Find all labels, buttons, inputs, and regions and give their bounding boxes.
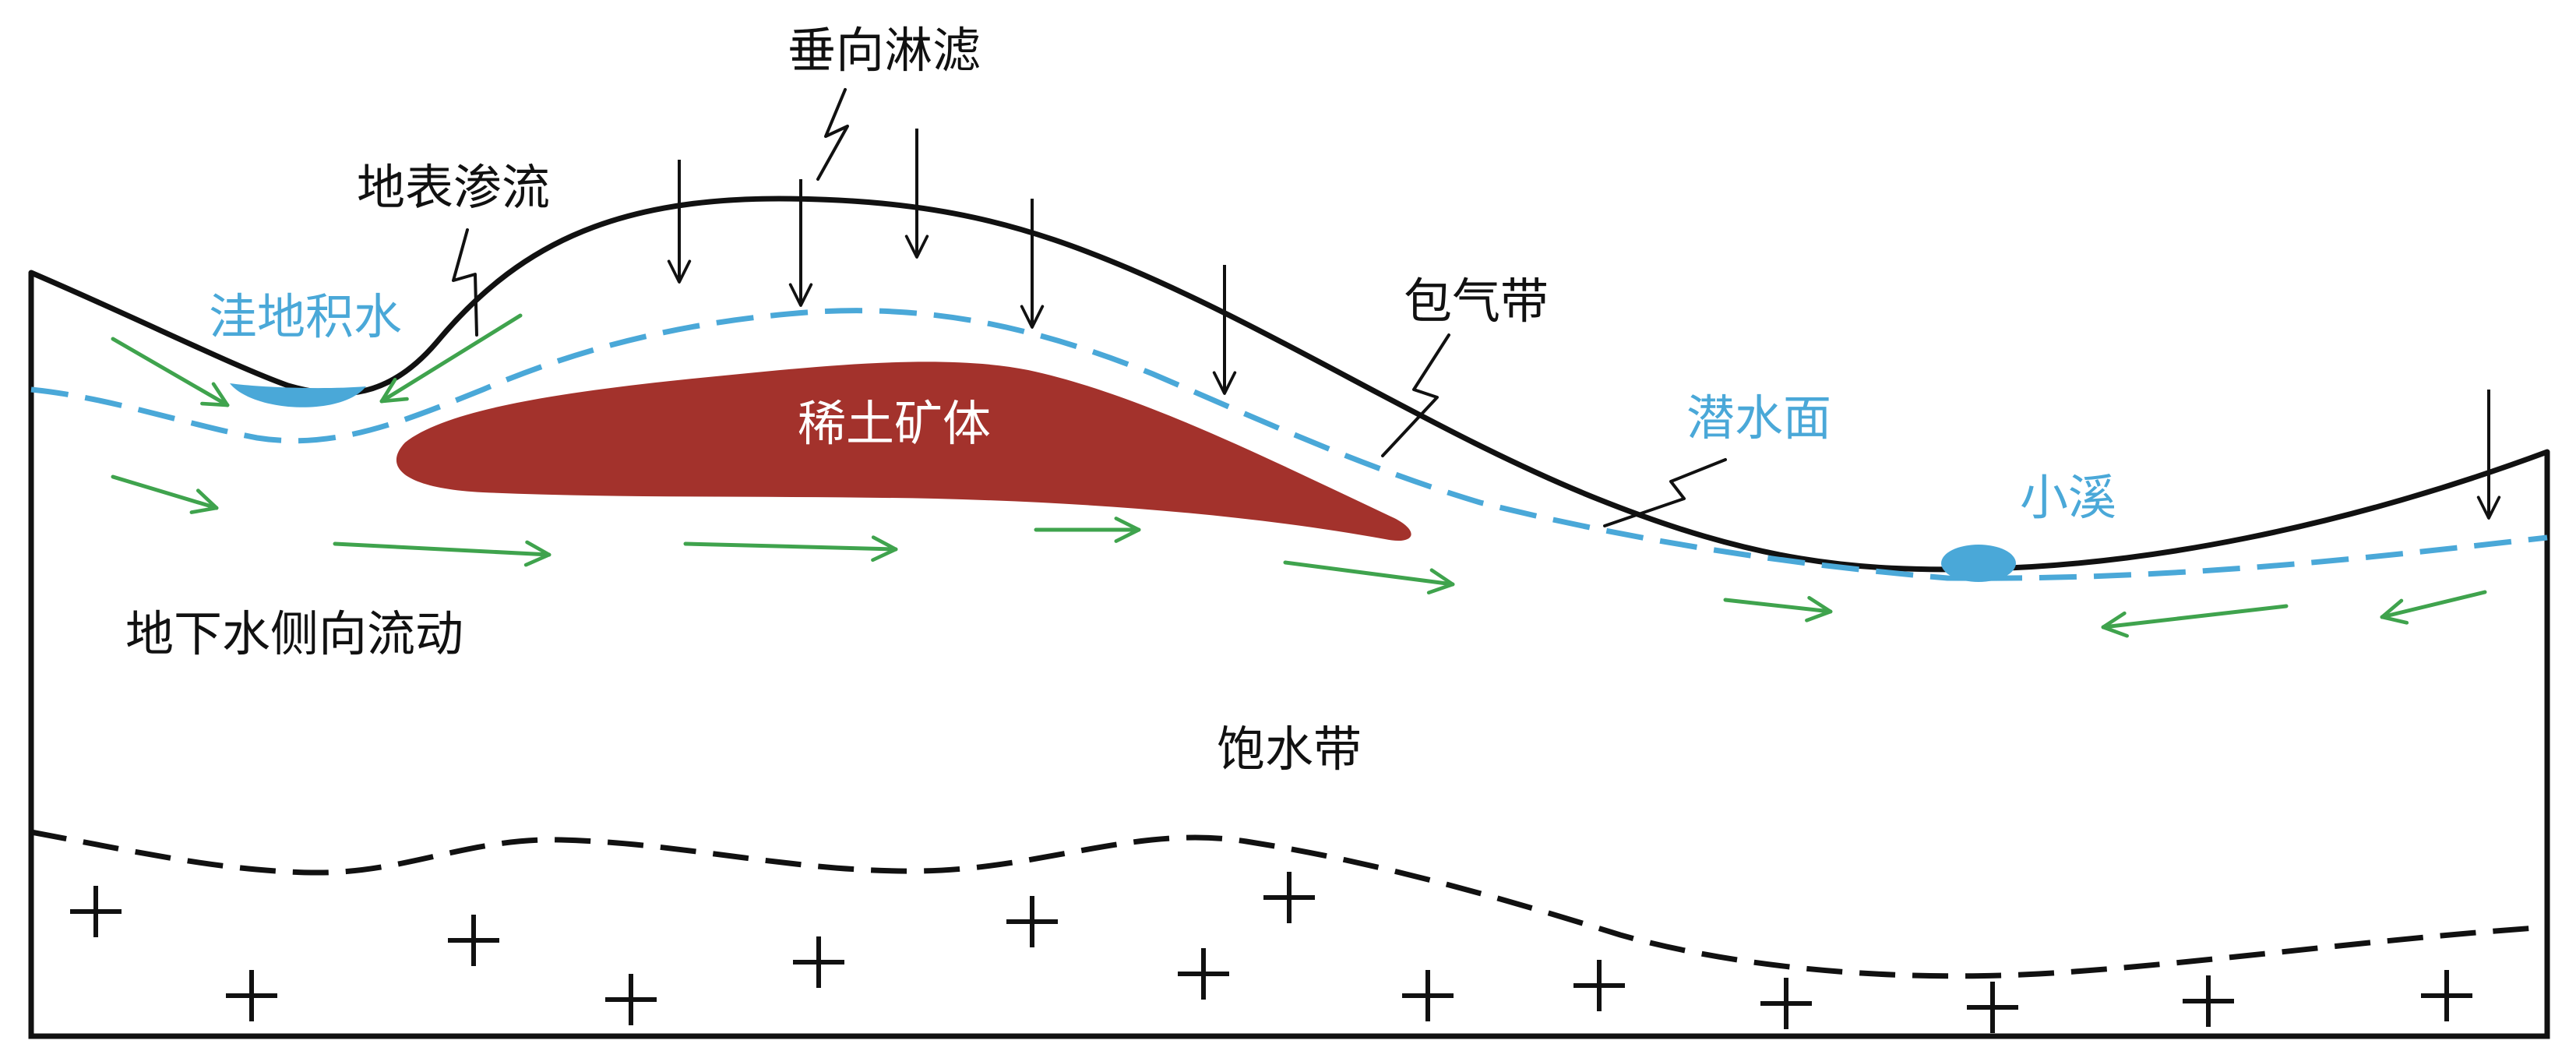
bedrock-plus-icon — [793, 936, 844, 988]
bedrock-plus-icon — [1263, 872, 1315, 923]
leader-surface-seepage — [452, 228, 478, 337]
bedrock-plus-icon — [1573, 960, 1625, 1011]
flow-arrow — [1283, 560, 1455, 595]
flow-arrow — [379, 313, 523, 404]
bedrock-plus-icon — [605, 974, 657, 1025]
bedrock-plus-icon — [1967, 982, 2018, 1033]
label-vertical-leaching: 垂向淋滤 — [788, 22, 981, 79]
bedrock-plus-icon — [448, 915, 499, 966]
label-surface-seepage: 地表渗流 — [357, 159, 550, 216]
leader-lines — [452, 88, 1727, 527]
infiltration-arrows — [667, 129, 2501, 520]
label-water-table: 潜水面 — [1686, 390, 1831, 446]
flow-arrow — [1723, 595, 1833, 622]
bedrock-plus-icon — [226, 970, 277, 1021]
label-vadose-zone: 包气带 — [1404, 273, 1549, 330]
flow-arrow — [111, 337, 230, 407]
leader-water-table — [1603, 458, 1727, 527]
section-frame — [28, 273, 2550, 1039]
flow-arrow — [683, 535, 898, 563]
bedrock-plus-symbols — [70, 872, 2472, 1033]
bedrock-plus-icon — [70, 886, 122, 937]
groundwater-flow-arrows — [111, 313, 2487, 638]
flow-arrow — [333, 540, 551, 567]
bedrock-plus-icon — [1402, 970, 1454, 1021]
leader-vertical-leaching — [816, 88, 849, 181]
bedrock-plus-icon — [2421, 970, 2472, 1021]
label-depression-water: 洼地积水 — [209, 288, 402, 345]
ore-body — [396, 361, 1411, 541]
label-lateral-flow: 地下水侧向流动 — [125, 605, 463, 662]
water-table-line — [30, 308, 2548, 581]
bedrock-plus-icon — [1178, 948, 1229, 1000]
leader-vadose-zone — [1381, 333, 1450, 457]
flow-arrow — [2101, 604, 2289, 638]
flow-arrow — [111, 474, 219, 514]
bedrock-plus-icon — [1760, 978, 1812, 1029]
label-ore-body: 稀土矿体 — [798, 395, 991, 452]
flow-arrow — [2380, 590, 2487, 625]
bedrock-plus-icon — [1006, 896, 1058, 947]
bedrock-plus-icon — [2183, 975, 2234, 1027]
label-creek: 小溪 — [2020, 469, 2116, 526]
depression-pond — [230, 383, 366, 407]
label-saturated-zone: 饱水带 — [1217, 721, 1362, 778]
creek-water — [1941, 545, 2016, 582]
